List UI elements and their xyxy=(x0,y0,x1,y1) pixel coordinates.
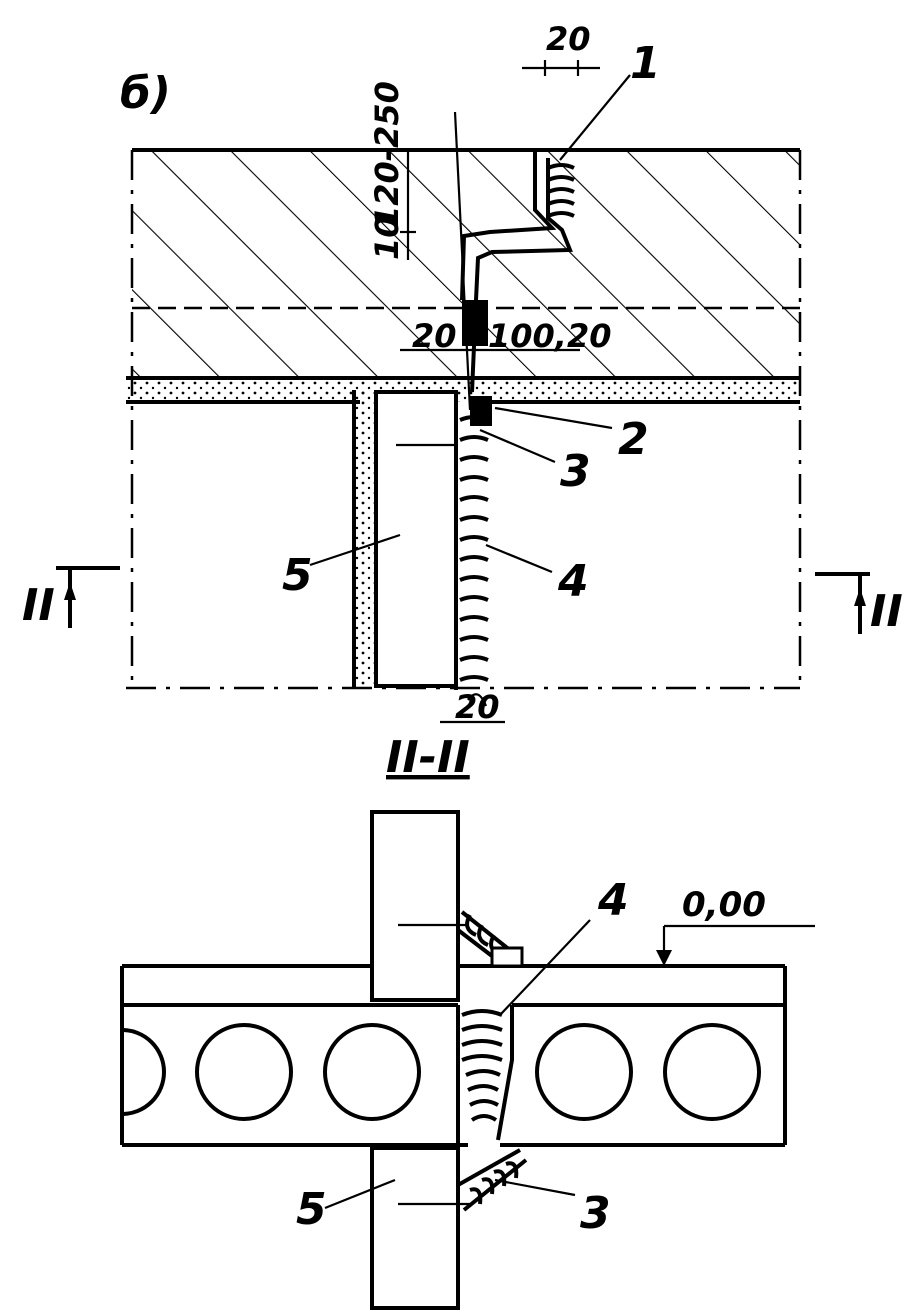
part-label-2: 2 xyxy=(618,414,649,465)
dimension-10: 10 xyxy=(368,215,406,260)
upper-wall-panel xyxy=(370,810,460,1002)
hollow-core xyxy=(195,1023,293,1121)
weld-coil-1 xyxy=(547,163,575,218)
lower-wall-panel xyxy=(370,1146,460,1310)
connection-plate xyxy=(462,300,488,346)
mortar-layer xyxy=(126,378,800,402)
section-mark-left: II xyxy=(22,580,55,631)
upper-elevation-view xyxy=(56,60,870,724)
level-mark: 0,00 xyxy=(682,885,766,925)
part-label-5: 5 xyxy=(282,550,313,601)
part-label-4: 4 xyxy=(557,556,589,607)
dimension-top-20: 20 xyxy=(546,20,591,58)
dimension-120-250: 120-250 xyxy=(368,81,406,228)
hollow-core-partial xyxy=(121,1028,166,1116)
view-mark: б) xyxy=(120,68,171,119)
part-label-3-lower: 3 xyxy=(580,1188,611,1239)
dimension-100-20: 100,20 xyxy=(488,317,611,355)
part-label-3: 3 xyxy=(560,446,591,497)
dimension-20-left: 20 xyxy=(412,317,457,355)
weld-seam-4 xyxy=(459,415,489,682)
part-label-5-lower: 5 xyxy=(296,1184,327,1235)
part-label-4-lower: 4 xyxy=(597,875,629,926)
part-label-1: 1 xyxy=(630,38,661,89)
hollow-core xyxy=(535,1023,633,1121)
hollow-core xyxy=(663,1023,761,1121)
mortar-strip-vertical xyxy=(354,390,376,686)
dimension-bottom-20: 20 xyxy=(455,688,500,726)
anchor-bar xyxy=(470,158,573,393)
lower-section-view xyxy=(120,810,815,1310)
section-title: II-II xyxy=(386,732,470,783)
weld-seam-4-lower xyxy=(461,1009,503,1122)
weld-diagonal-lower xyxy=(457,1148,528,1212)
section-mark-right: II xyxy=(870,586,903,637)
hollow-core xyxy=(323,1023,421,1121)
weld-diagonal-upper xyxy=(456,910,522,968)
